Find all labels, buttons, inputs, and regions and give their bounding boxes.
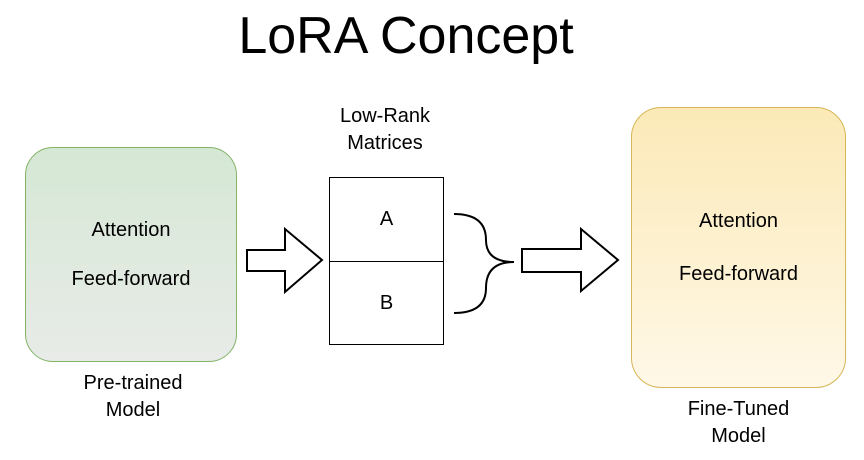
matrices-caption-line-1: Low-Rank xyxy=(339,105,431,127)
finetuned-caption-line-2: Model xyxy=(711,425,766,447)
arrow-matrices-to-finetuned xyxy=(521,226,620,294)
pretrained-model-box: Attention Feed-forward xyxy=(25,147,237,362)
finetuned-caption: Fine-Tuned Model xyxy=(631,396,846,450)
pretrained-feedforward-label: Feed-forward xyxy=(71,267,191,290)
pretrained-caption-line-1: Pre-trained xyxy=(83,372,183,394)
finetuned-feedforward-label: Feed-forward xyxy=(679,262,798,285)
curly-brace-icon xyxy=(453,213,515,314)
matrices-caption-line-2: Matrices xyxy=(347,132,423,154)
matrix-a-label: A xyxy=(379,208,394,230)
matrix-b-label: B xyxy=(379,291,394,314)
finetuned-caption-line-1: Fine-Tuned xyxy=(687,398,790,420)
matrices-caption: Low-Rank Matrices xyxy=(300,103,470,157)
pretrained-attention-label: Attention xyxy=(91,218,171,241)
finetuned-model-box: Attention Feed-forward xyxy=(631,107,846,388)
diagram-title: LoRA Concept xyxy=(238,7,574,65)
arrow-pretrained-to-matrices xyxy=(246,226,324,295)
pretrained-caption-line-2: Model xyxy=(105,399,161,421)
finetuned-attention-label: Attention xyxy=(699,209,778,232)
matrix-b-box: B xyxy=(329,261,444,345)
matrix-a-box: A xyxy=(329,177,444,262)
pretrained-caption: Pre-trained Model xyxy=(27,370,239,424)
